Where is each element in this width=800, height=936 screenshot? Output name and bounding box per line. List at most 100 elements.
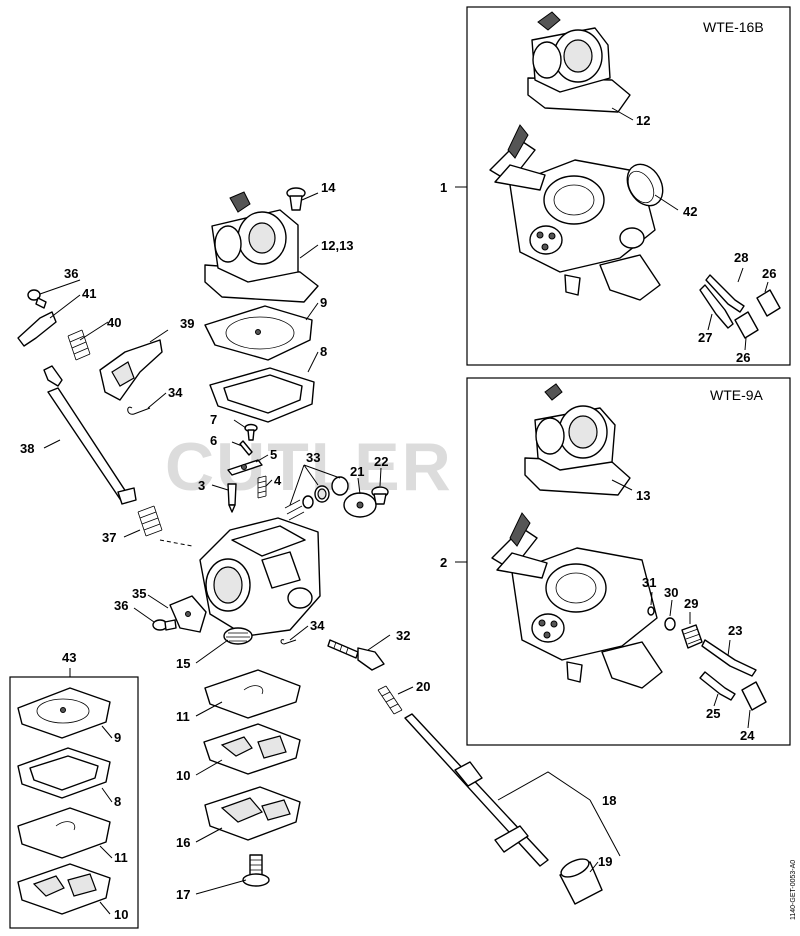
label-42: 42 [683,204,697,219]
part-19-sleeve [559,858,603,905]
label-26: 26 [762,266,776,281]
label-28: 28 [734,250,748,265]
reference-code: 1140-GET-0053-A0 [790,860,797,920]
label-34-lower: 34 [310,618,325,633]
part-20-spring [377,685,403,715]
part-11-gasket [204,669,301,719]
part-10-diaphragm [203,723,301,775]
label-1: 1 [440,180,447,195]
label-12: 12 [636,113,650,128]
label-4: 4 [274,473,282,488]
parts-29-31-adjuster-bits [647,606,703,649]
part-10-diaphragm-set [17,863,111,915]
label-16: 16 [176,835,190,850]
label-22: 22 [374,454,388,469]
callout-labels: 1 2 3 4 5 6 7 8 8 9 9 10 10 11 11 12 12,… [20,113,776,922]
label-14: 14 [321,180,336,195]
label-36: 36 [64,266,78,281]
label-39: 39 [180,316,194,331]
label-12-13: 12,13 [321,238,354,253]
part-35-plate [169,595,207,633]
label-20: 20 [416,679,430,694]
part-21-disc [343,492,377,518]
part-40-spring [67,329,91,361]
label-21: 21 [350,464,364,479]
part-36-screw [152,619,177,631]
label-30: 30 [664,585,678,600]
label-33: 33 [306,450,320,465]
label-7: 7 [210,412,217,427]
part-34-clip [280,639,297,645]
label-37: 37 [102,530,116,545]
part-39-lever-assembly [99,339,163,401]
part-15-filter [223,627,253,645]
part-37-spring [137,505,193,547]
part-13-pump-cover-wte9a [524,383,631,496]
kit-title-wte16b: WTE-16B [703,19,764,35]
label-11-set: 11 [114,850,128,865]
part-16-cover [204,786,301,841]
part-33-valve-set [284,476,349,521]
part-12-pump-cover-wte16b [527,11,631,113]
label-8: 8 [320,344,327,359]
label-40: 40 [107,315,121,330]
part-8-gasket [209,367,315,423]
label-34: 34 [168,385,183,400]
part-1-carburetor-wte16b [489,124,661,301]
part-17-screw [242,854,270,887]
leader-lines [39,107,769,915]
label-3: 3 [198,478,205,493]
part-27-28-adjusting-screws [699,274,745,329]
label-25: 25 [706,706,720,721]
label-9-set: 9 [114,730,121,745]
label-10: 10 [176,768,190,783]
part-11-gasket-set [17,807,111,859]
label-11: 11 [176,709,190,724]
part-6-pin [239,440,253,456]
label-26-lower: 26 [736,350,750,365]
label-15: 15 [176,656,190,671]
label-23: 23 [728,623,742,638]
part-32-adjusting-screw [327,639,385,671]
part-23-25-adjusting-screws [699,639,757,701]
label-31: 31 [642,575,656,590]
part-7-screw [244,423,258,441]
gasket-set-box [9,676,139,929]
part-9-diaphragm [204,305,313,361]
part-26-caps-wte16b [734,289,781,339]
label-43: 43 [62,650,76,665]
label-29: 29 [684,596,698,611]
label-32: 32 [396,628,410,643]
part-main-carburetor-body [199,517,321,637]
label-17: 17 [176,887,190,902]
part-22-screw [371,486,389,505]
label-35: 35 [132,586,146,601]
label-2: 2 [440,555,447,570]
kit-title-wte9a: WTE-9A [710,387,764,403]
part-14-screw [286,187,306,211]
label-19: 19 [598,854,612,869]
label-13: 13 [636,488,650,503]
part-42-ring [626,163,664,207]
label-6: 6 [210,433,217,448]
label-5: 5 [270,447,277,462]
label-36-lower: 36 [114,598,128,613]
part-2-carburetor-wte9a [491,512,663,689]
part-8-gasket-set [17,747,111,799]
label-10-set: 10 [114,907,128,922]
watermark-text: CUTLER [165,429,453,505]
part-24-cap [741,681,767,711]
part-18-choke-shaft [404,713,549,867]
part-5-lever [227,459,263,476]
part-38-throttle-shaft [43,365,137,505]
label-41: 41 [82,286,96,301]
kit-box-wte16b [466,6,791,366]
part-12-13-pump-cover [204,191,319,303]
label-8-set: 8 [114,794,121,809]
part-36-41-small-parts [17,289,57,347]
label-24: 24 [740,728,755,743]
label-9: 9 [320,295,327,310]
label-38: 38 [20,441,34,456]
part-34-clip-upper [127,406,151,415]
